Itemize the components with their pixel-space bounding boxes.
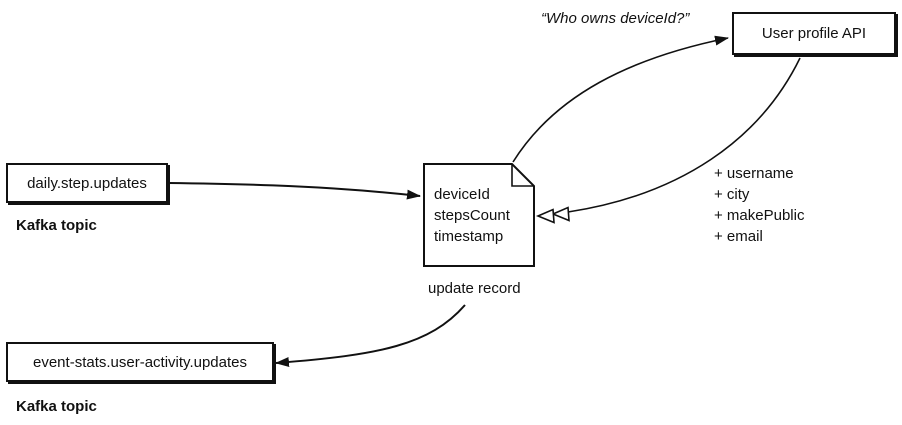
arrow-record-to-output-topic xyxy=(275,304,466,367)
record-fields: deviceId stepsCount timestamp xyxy=(434,184,510,247)
record-caption: update record xyxy=(428,280,521,297)
arrow-profile-api-to-record xyxy=(567,57,801,213)
enrichment-field: + email xyxy=(714,228,763,245)
update-record-document xyxy=(423,163,535,267)
output-topic-box: event-stats.user-activity.updates xyxy=(6,342,274,382)
record-field: timestamp xyxy=(434,228,504,245)
input-topic-label: daily.step.updates xyxy=(27,174,147,192)
arrow-record-to-profile-api xyxy=(512,35,729,163)
record-field: stepsCount xyxy=(434,207,510,224)
enrichment-field: + username xyxy=(714,165,794,182)
output-topic-label: event-stats.user-activity.updates xyxy=(33,353,247,371)
input-topic-box: daily.step.updates xyxy=(6,163,168,203)
profile-api-box: User profile API xyxy=(732,12,896,55)
enrichment-fields: + username + city + makePublic + email xyxy=(714,163,804,247)
double-open-arrowhead xyxy=(535,206,570,224)
enrichment-field: + city xyxy=(714,186,750,203)
arrow-input-to-record xyxy=(167,182,421,200)
enrichment-field: + makePublic xyxy=(714,207,805,224)
output-topic-caption: Kafka topic xyxy=(16,398,97,415)
record-field: deviceId xyxy=(434,186,490,203)
input-topic-caption: Kafka topic xyxy=(16,217,97,234)
ownership-question: “Who owns deviceId?” xyxy=(541,10,690,27)
profile-api-label: User profile API xyxy=(761,25,867,42)
